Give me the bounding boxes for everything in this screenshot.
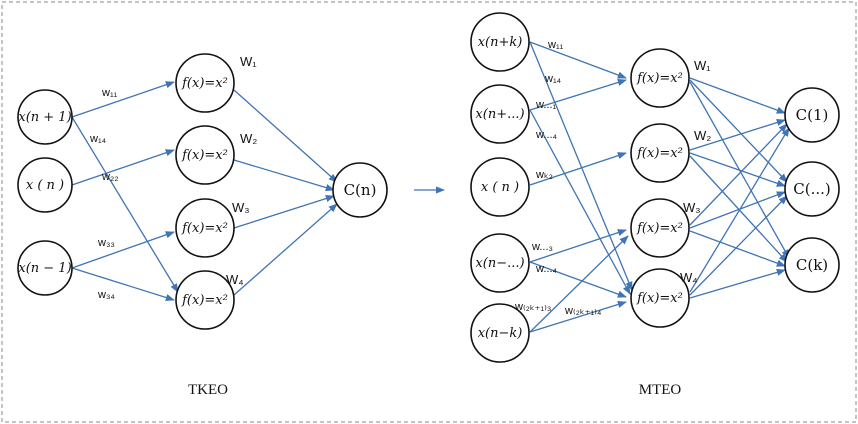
mteo-edge-f1-c1 [689,77,786,114]
tkeo-hidden-label-2: f(x)=x² [181,148,228,163]
mteo-input-node-2: x(n+...) [470,84,530,144]
mteo-output-label-1: C(1) [796,106,829,124]
mteo-edge-x4-f3 [529,229,627,263]
tkeo-edge-label-w11: w₁₁ [101,87,118,99]
mteo-edge-f3-c3 [689,230,786,267]
mteo-output-node-2: C(...) [784,161,840,217]
tkeo-edge-label-w34: w₃₄ [97,289,115,301]
mteo-edge-label-w2k1-3: w₍₂ₖ₊₁₎₃ [514,301,551,313]
tkeo-edge-x3-f4 [71,267,175,302]
mteo-edge-f3-c2 [689,191,786,229]
mteo-edge-label-w2k1-4: w₍₂ₖ₊₁₎₄ [564,305,602,317]
mteo-hidden-label-3: f(x)=x² [636,221,683,236]
mteo-hidden-node-3: f(x)=x² [630,198,690,258]
mteo-edge-label-w-1: w...₁ [535,99,557,111]
mteo-hidden-weight-1: W₁ [694,58,711,73]
mteo-input-label-3: x ( n ) [481,180,519,195]
mteo-edge-label-w11: w₁₁ [547,39,564,51]
mteo-edge-label-w-4a: w...₄ [535,129,558,141]
tkeo-caption: TKEO [188,382,228,398]
mteo-edge-f2-c1 [689,118,786,151]
tkeo-edge-label-w14: w₁₄ [89,133,107,145]
mteo-edge-x2-f1 [529,78,627,111]
mteo-hidden-label-1: f(x)=x² [636,71,683,86]
tkeo-hidden-label-1: f(x)=x² [181,76,228,91]
mteo-edge-f4-c3 [689,268,786,299]
mteo-output-node-3: C(k) [784,237,840,293]
tkeo-edge-f4-c [233,203,338,296]
mteo-edge-f1-c2 [689,79,788,183]
mteo-edge-f4-c1 [689,127,790,293]
mteo-input-label-4: x(n−...) [475,256,524,271]
mteo-hidden-weight-2: W₂ [694,128,711,143]
mteo-output-label-3: C(k) [796,256,828,274]
mteo-input-node-5: x(n−k) [470,303,530,363]
tkeo-hidden-node-2: f(x)=x² [175,125,235,185]
tkeo-input-label-3: x(n − 1) [18,261,71,276]
mteo-input-label-2: x(n+...) [475,107,524,122]
mteo-hidden-node-1: f(x)=x² [630,48,690,108]
mteo-caption: MTEO [639,382,682,398]
tkeo-edge-label-w33: w₃₃ [97,237,115,249]
mteo-hidden-node-4: f(x)=x² [630,268,690,328]
tkeo-output-label: C(n) [344,181,377,199]
mteo-input-label-5: x(n−k) [478,326,523,341]
mteo-hidden-label-2: f(x)=x² [636,146,683,161]
tkeo-edges [71,81,338,302]
tkeo-input-label-2: x ( n ) [26,178,64,193]
mteo-output-node-1: C(1) [784,87,840,143]
mteo-edge-label-w14: w₁₄ [544,73,562,85]
tkeo-hidden-weight-4: W₄ [226,272,244,287]
tkeo-hidden-label-4: f(x)=x² [181,293,228,308]
mteo-edge-f3-c1 [689,123,788,226]
mteo-hidden-weight-4: W₄ [680,270,698,285]
tkeo-hidden-weight-1: W₁ [240,54,257,69]
tkeo-input-node-2: x ( n ) [17,157,73,213]
tkeo-edge-x2-f2 [71,149,175,186]
tkeo-edge-f1-c [233,89,338,183]
mteo-hidden-weight-3: W₃ [683,200,701,215]
tkeo-edge-x1-f1 [71,81,175,118]
mteo-edges [529,41,790,333]
mteo-edge-f4-c2 [689,195,788,296]
tkeo-hidden-node-1: f(x)=x² [175,53,235,113]
tkeo-hidden-node-4: f(x)=x² [175,270,235,330]
mteo-edge-label-w-3: w...₃ [531,241,553,253]
mteo-edge-x4-f4 [529,261,627,298]
tkeo-edge-x3-f3 [71,231,175,269]
mteo-edge-f2-c2 [689,152,786,187]
tkeo-hidden-label-3: f(x)=x² [181,221,228,236]
tkeo-edge-x1-f4 [71,116,179,293]
mteo-input-node-3: x ( n ) [470,157,530,217]
mteo-edge-x3-f2 [529,152,627,186]
mteo-edge-label-w-4b: w...₄ [535,263,558,275]
mteo-output-label-2: C(...) [793,180,831,198]
tkeo-edge-label-w22: w₂₂ [101,171,118,183]
tkeo-edge-f2-c [233,159,335,192]
tkeo-input-node-1: x(n + 1) [17,89,73,145]
tkeo-input-node-3: x(n − 1) [17,240,73,296]
mteo-edge-label-wk2: wₖ₂ [535,169,553,181]
tkeo-input-label-1: x(n + 1) [18,110,71,125]
mteo-edge-x2-f4 [529,109,631,295]
mteo-input-node-4: x(n−...) [470,233,530,293]
tkeo-hidden-weight-3: W₃ [232,200,250,215]
mteo-edge-x5-f3 [529,235,629,333]
mteo-edge-x1-f1 [529,41,627,79]
mteo-hidden-label-4: f(x)=x² [636,291,683,306]
mteo-input-node-1: x(n+k) [470,12,530,72]
mteo-edge-x5-f4 [529,300,627,333]
mteo-input-label-1: x(n+k) [478,35,523,50]
tkeo-hidden-node-3: f(x)=x² [175,198,235,258]
tkeo-hidden-weight-2: W₂ [240,131,257,146]
tkeo-output-node: C(n) [332,162,388,218]
mteo-hidden-node-2: f(x)=x² [630,123,690,183]
tkeo-edge-f3-c [233,195,335,229]
